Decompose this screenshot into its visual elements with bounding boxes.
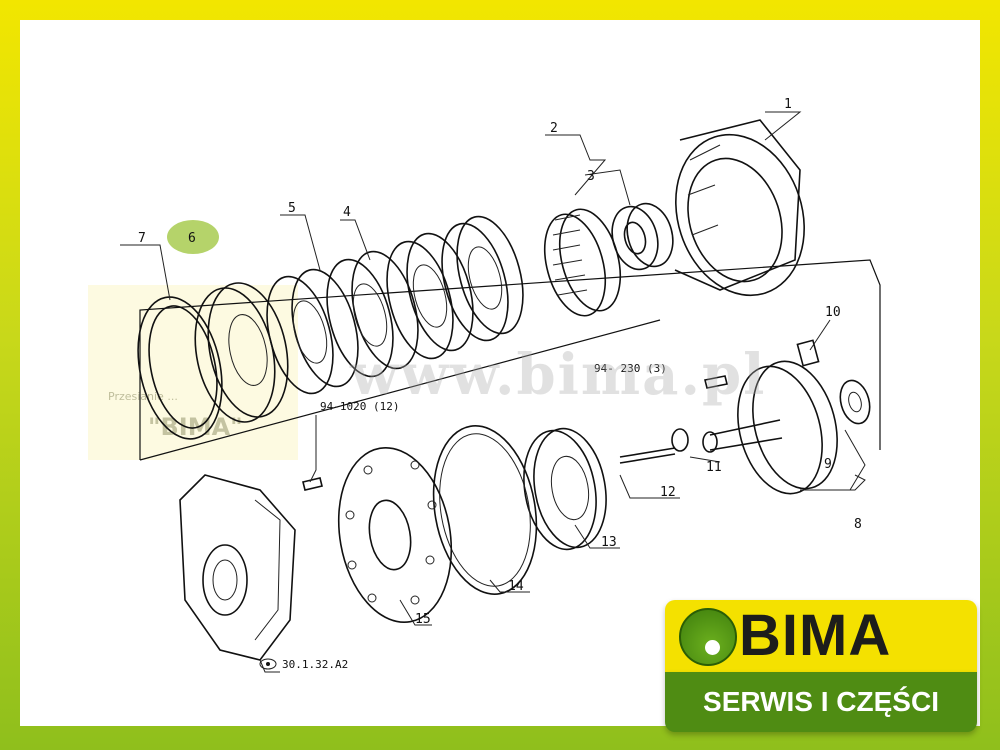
part-13-seals xyxy=(523,427,607,551)
callout-3: 3 xyxy=(587,169,595,184)
callout-10: 10 xyxy=(825,305,841,320)
part-1-housing xyxy=(674,119,805,297)
callout-14: 14 xyxy=(508,579,524,594)
logo-slogan: SERWIS I CZĘŚCI xyxy=(703,686,939,717)
callout-12: 12 xyxy=(660,485,676,500)
ball-highlight xyxy=(705,640,720,655)
part-6-plate xyxy=(194,282,289,423)
callout-11: 11 xyxy=(706,460,722,475)
logo-brand-text: BIMA xyxy=(739,603,892,668)
callout-9: 9 xyxy=(824,457,832,472)
watermark-box xyxy=(88,285,298,460)
callout-15: 15 xyxy=(415,612,431,627)
part-7-ring xyxy=(137,296,223,440)
logo-top-band: BIMA xyxy=(665,600,977,672)
callout-7: 7 xyxy=(138,231,146,246)
callout-2: 2 xyxy=(550,121,558,136)
exploded-parts-diagram: 1 2 3 4 5 6 7 8 9 10 11 12 13 14 15 94- … xyxy=(120,97,881,673)
callout-6: 6 xyxy=(188,231,196,246)
part-disc-stack xyxy=(266,215,524,395)
part-8-flange xyxy=(702,339,871,495)
callout-4: 4 xyxy=(343,205,351,220)
eye-symbol-icon xyxy=(259,658,277,670)
part-11-12-small xyxy=(619,428,689,464)
part-2-hub xyxy=(543,208,622,317)
ref-30-1-32: 30.1.32.A2 xyxy=(282,658,348,671)
watermark-url: www.bima.pl xyxy=(350,342,767,408)
callout-1: 1 xyxy=(784,97,792,112)
part-housing-lower xyxy=(179,474,296,661)
part-14-gasket xyxy=(432,425,538,595)
bima-logo: BIMA SERWIS I CZĘŚCI xyxy=(665,600,977,735)
part-3-bearing xyxy=(611,202,674,271)
leader-lines xyxy=(120,111,866,673)
callout-6-highlight xyxy=(167,220,219,254)
part-15-cover xyxy=(302,447,453,623)
logo-bottom-band: SERWIS I CZĘŚCI xyxy=(665,672,977,732)
ref-94-1020: 94-1020 (12) xyxy=(320,400,399,413)
callout-5: 5 xyxy=(288,201,296,216)
callout-13: 13 xyxy=(601,535,617,550)
ball-icon xyxy=(679,608,737,666)
callout-8: 8 xyxy=(854,517,862,532)
ref-94-230: 94- 230 (3) xyxy=(594,362,667,375)
